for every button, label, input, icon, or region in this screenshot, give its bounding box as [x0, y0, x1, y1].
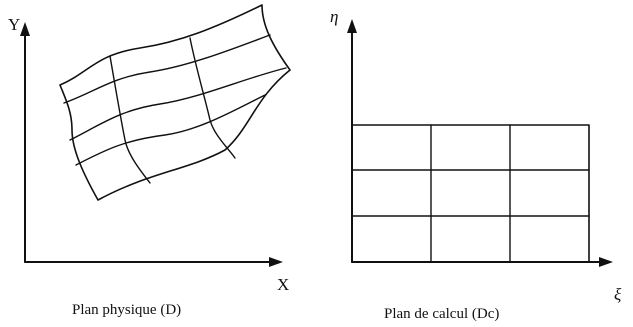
- physical-plane-caption: Plan physique (D): [72, 302, 181, 318]
- computational-xi-label: ξ: [614, 285, 622, 304]
- mesh-row-line-1: [63, 34, 271, 104]
- computational-xi-arrow: [599, 257, 613, 267]
- computational-eta-label: η: [330, 7, 338, 26]
- mesh-col-line-1: [109, 55, 151, 184]
- physical-x-label: X: [277, 275, 289, 294]
- computational-plane-caption: Plan de calcul (Dc): [384, 306, 499, 322]
- physical-y-arrow: [20, 22, 30, 36]
- mesh-boundary: [59, 4, 291, 201]
- physical-plane: Y X Plan physique (D): [8, 4, 291, 318]
- computational-eta-arrow: [347, 19, 357, 33]
- mesh-row-line-2: [69, 67, 287, 141]
- mesh-col-line-2: [189, 37, 236, 159]
- curvilinear-mesh: [59, 4, 291, 201]
- physical-y-label: Y: [8, 15, 20, 34]
- mesh-rect-boundary: [351, 124, 590, 263]
- computational-plane: η ξ Plan de calcul (Dc): [330, 7, 622, 322]
- mesh-row-line-3: [75, 94, 266, 166]
- physical-x-arrow: [269, 257, 283, 267]
- rectangular-mesh: [351, 124, 590, 263]
